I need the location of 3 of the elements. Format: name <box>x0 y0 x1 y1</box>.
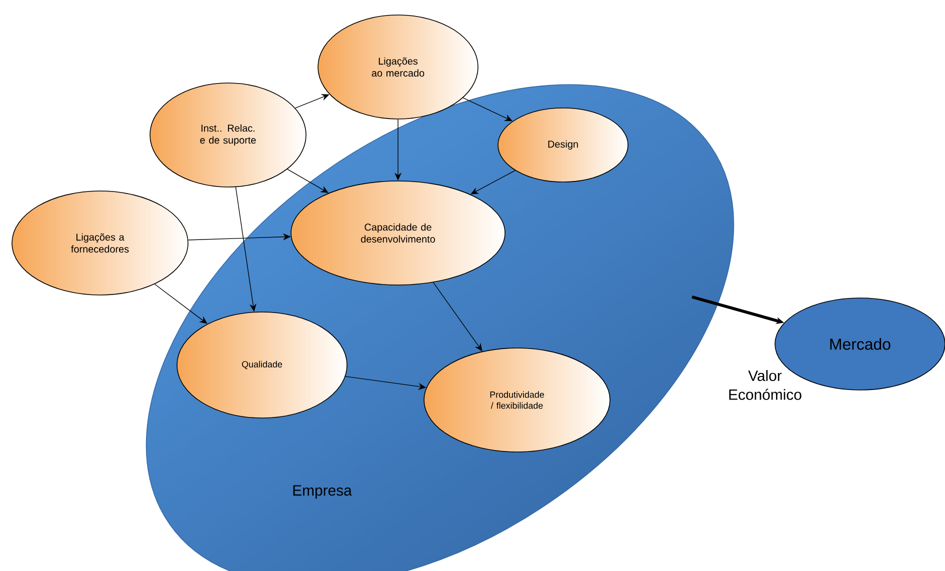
arrow <box>470 170 516 194</box>
arrow <box>294 94 330 108</box>
arrow <box>154 284 208 324</box>
